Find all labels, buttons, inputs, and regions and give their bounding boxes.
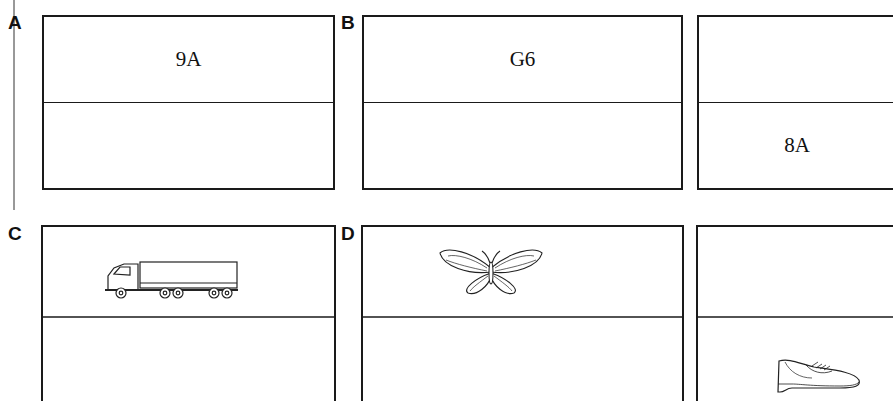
panel-d-boxes <box>362 226 893 401</box>
panel-letter: D <box>341 224 355 243</box>
panel-divider <box>699 102 893 103</box>
split-panel-box: G6 <box>362 15 683 190</box>
split-panel-box: 9A <box>42 15 335 190</box>
shoe-picture <box>778 360 859 392</box>
panel-letter: B <box>341 13 355 32</box>
truck-picture <box>105 262 238 298</box>
panel-divider <box>364 102 681 103</box>
panel-letter: C <box>8 224 22 243</box>
stimulus-code: 8A <box>737 102 857 188</box>
stimulus-code: G6 <box>364 17 681 102</box>
stimulus-code: 9A <box>44 17 333 102</box>
panel-c-box <box>42 226 335 401</box>
panel-divider <box>44 102 333 103</box>
split-panel-box: 8A <box>697 15 893 190</box>
panel-letter: A <box>8 13 22 32</box>
butterfly-picture <box>440 250 542 293</box>
